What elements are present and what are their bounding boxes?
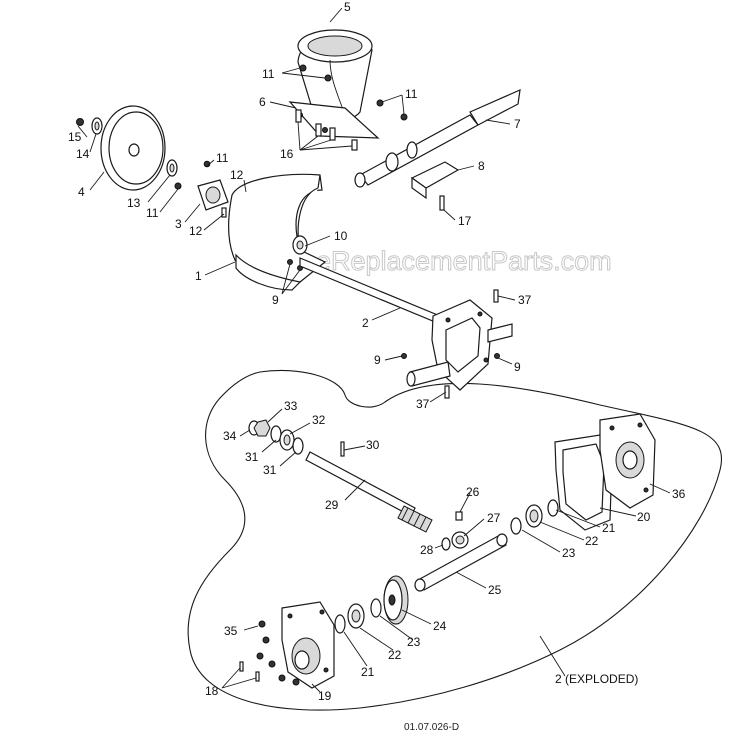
callout-11b: 11: [405, 87, 418, 101]
callout-28: 28: [420, 543, 434, 557]
callout-9b: 9: [374, 353, 381, 367]
part-4-pulley: [100, 105, 166, 191]
callout-32: 32: [312, 413, 326, 427]
callout-13: 13: [127, 196, 141, 210]
callout-35: 35: [224, 624, 238, 638]
part-37-bolt-b: [444, 385, 450, 399]
part-3-bearing-flange: [197, 179, 229, 211]
callout-31a: 31: [245, 450, 259, 464]
part-20-gasket: [554, 434, 613, 531]
part-22-bearing-b: [347, 603, 365, 629]
callout-37b: 37: [416, 397, 430, 411]
part-32-bearing: [279, 429, 295, 451]
leader-lines: [77, 7, 671, 693]
part-13-bearing: [166, 159, 178, 177]
part-24-gear: [383, 575, 409, 625]
callout-17: 17: [458, 214, 472, 228]
callout-31b: 31: [263, 463, 277, 477]
callout-19: 19: [318, 689, 332, 703]
callout-3: 3: [175, 217, 182, 231]
part-14-bearing: [91, 117, 103, 135]
part-8-bracket: [410, 161, 460, 200]
callout-22b: 22: [388, 648, 402, 662]
watermark-text: eReplacementParts.com: [316, 246, 612, 276]
part-9-screw-c: [401, 353, 407, 359]
part-28-washer: [441, 537, 451, 551]
callout-27: 27: [487, 511, 501, 525]
callout-23a: 23: [562, 546, 576, 560]
part-10-bearing: [292, 235, 308, 255]
part-17-screw: [439, 195, 445, 211]
part-11-nut-pulley: [174, 182, 182, 190]
callout-26: 26: [466, 485, 480, 499]
callout-37a: 37: [518, 293, 532, 307]
part-9-screw-a: [287, 259, 293, 265]
callout-11a: 11: [262, 67, 275, 81]
callout-2: 2: [362, 316, 369, 330]
part-21-seal-a: [547, 499, 559, 517]
part-25-axle: [414, 533, 508, 592]
exploded-view-boundary: [187, 369, 722, 711]
callout-21b: 21: [361, 665, 375, 679]
callout-8: 8: [478, 159, 485, 173]
part-26-key: [455, 511, 463, 521]
callout-25: 25: [488, 583, 502, 597]
callout-12a: 12: [230, 168, 244, 182]
part-23-washer-a: [510, 517, 522, 535]
callout-11d: 11: [146, 206, 159, 220]
callout-labels: 5 11 6 11 7 15 14 16 11 8 4 12 13 11 3 1…: [68, 0, 686, 703]
callout-33: 33: [284, 399, 298, 413]
callout-7: 7: [514, 117, 521, 131]
part-5-chute: [297, 29, 373, 121]
part-23-washer-b: [370, 598, 382, 618]
callout-10: 10: [334, 229, 348, 243]
callout-1: 1: [195, 269, 202, 283]
part-33-nut: [253, 419, 271, 437]
part-12-bolt-b: [221, 207, 227, 218]
callout-9c: 9: [514, 360, 521, 374]
callout-12b: 12: [189, 224, 203, 238]
part-31-washer-b: [292, 437, 304, 455]
drawing-number: 01.07.026-D: [404, 722, 459, 733]
callout-9a: 9: [272, 293, 279, 307]
callout-29: 29: [325, 498, 339, 512]
part-21-seal-b: [334, 614, 346, 634]
part-2-gearbox: [299, 257, 513, 391]
part-9-screw-d: [494, 353, 500, 359]
callout-5: 5: [344, 0, 351, 14]
part-1-housing: [228, 173, 327, 291]
callout-16: 16: [280, 147, 294, 161]
callout-36: 36: [672, 487, 686, 501]
part-36-right-cover: [599, 413, 656, 509]
callout-20: 20: [637, 510, 651, 524]
part-22-bearing-a: [525, 504, 543, 528]
part-29-worm-shaft: [305, 451, 433, 533]
callout-2-exploded: 2 (EXPLODED): [555, 672, 638, 686]
part-15-nut: [76, 118, 84, 126]
callout-18: 18: [205, 684, 219, 698]
callout-34: 34: [223, 429, 237, 443]
part-16-bolts: [295, 109, 358, 151]
callout-4: 4: [78, 185, 85, 199]
callout-24: 24: [433, 619, 447, 633]
callout-21a: 21: [602, 521, 616, 535]
part-35-screws: [256, 620, 300, 686]
part-37-bolt-a: [493, 289, 499, 303]
callout-23b: 23: [407, 635, 421, 649]
part-7-crank-rod: [354, 89, 521, 188]
callout-30: 30: [366, 438, 380, 452]
part-19-left-cover: [281, 601, 335, 689]
callout-14: 14: [76, 147, 90, 161]
callout-11c: 11: [216, 151, 229, 165]
callout-6: 6: [259, 95, 266, 109]
callout-15: 15: [68, 130, 82, 144]
part-18-pins: [239, 661, 260, 682]
part-30-key: [340, 441, 345, 457]
callout-22a: 22: [585, 534, 599, 548]
